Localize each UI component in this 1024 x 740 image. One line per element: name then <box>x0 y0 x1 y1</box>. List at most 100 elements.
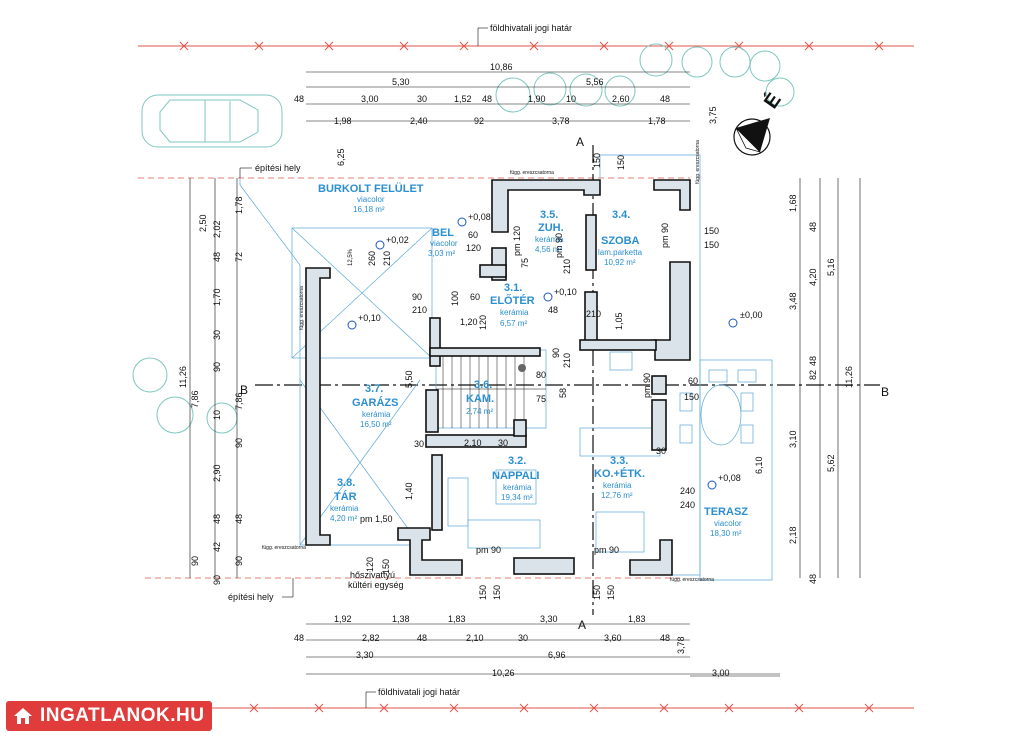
room-zuh-material: kerámia <box>535 235 564 244</box>
room-szoba-name: SZOBA <box>601 235 640 247</box>
room-konyha-material: kerámia <box>603 481 632 490</box>
room-tar-material: kerámia <box>330 504 359 513</box>
property-boundary-bottom <box>138 703 914 713</box>
dim-top-r2: 10 <box>566 94 576 104</box>
level-marker: +0,02 <box>386 235 409 245</box>
room-zuh-name: ZUH. <box>538 222 564 234</box>
interior-dim: 1,05 <box>614 312 624 330</box>
interior-dim: 150 <box>606 585 616 600</box>
interior-dim: 48 <box>548 305 558 315</box>
section-b-left: B <box>240 383 248 397</box>
stairs <box>436 350 546 428</box>
interior-dim: 150 <box>684 392 699 402</box>
dim-right: 48 <box>808 574 818 584</box>
dim-right: 48 <box>808 222 818 232</box>
section-a-bottom: A <box>578 618 586 632</box>
dim-right: 4,20 <box>808 268 818 286</box>
interior-dim: pm 90 <box>642 373 652 398</box>
dim-bottom-terrace: 3,00 <box>712 668 730 678</box>
boundary-label-bottom: földhivatali jogi határ <box>378 687 460 697</box>
interior-dim: 150 <box>616 155 626 170</box>
room-konyha-name: KO.+ÉTK. <box>594 467 645 480</box>
section-a-top: A <box>576 135 584 149</box>
dim-top-r3: 92 <box>474 116 484 126</box>
room-eloter-name: ELŐTÉR <box>490 294 535 307</box>
interior-dim: 2,10 <box>464 438 482 448</box>
interior-dim: 100 <box>450 291 460 306</box>
building-line-label-bottom: építési hely <box>228 592 274 602</box>
room-garazs-area: 16,50 m² <box>360 420 392 429</box>
room-kam-num: 3.6. <box>474 379 492 391</box>
dim-top-r2: 2,60 <box>612 94 630 104</box>
interior-dim: 30 <box>414 439 424 449</box>
room-eloter-area: 6,57 m² <box>500 319 527 328</box>
room-terasz-material: viacolor <box>714 519 742 528</box>
dim-right: 3,10 <box>788 430 798 448</box>
interior-dim: 75 <box>536 394 546 404</box>
room-zuh-area: 4,56 m² <box>535 245 562 254</box>
house-icon <box>14 708 32 724</box>
room-terasz-name: TERASZ <box>704 506 748 518</box>
interior-dim: pm 90 <box>594 545 619 555</box>
room-nappali-area: 19,34 m² <box>501 493 533 502</box>
dim-left: 1,78 <box>234 196 244 214</box>
interior-dim: 260 <box>367 251 377 266</box>
interior-dim: 210 <box>562 353 572 368</box>
interior-dim: pm 90 <box>660 223 670 248</box>
room-nappali-name: NAPPALI <box>492 470 539 482</box>
drain-note: függ. ereszcsatorna <box>695 140 701 184</box>
interior-dim: 60 <box>688 376 698 386</box>
room-tar-num: 3.8. <box>337 477 355 489</box>
dim-bottom-r1: 1,83 <box>628 614 646 624</box>
interior-dim: 210 <box>382 251 392 266</box>
dim-right: 3,48 <box>788 292 798 310</box>
heat-pump-label-2: kültéri egység <box>348 580 404 590</box>
interior-dim: 58 <box>558 388 568 398</box>
dim-top-r3: 2,40 <box>410 116 428 126</box>
dim-left: 2,90 <box>212 464 222 482</box>
room-konyha-num: 3.3. <box>610 455 628 467</box>
dim-bottom-r1: 1,38 <box>392 614 410 624</box>
interior-dim: 150 <box>592 153 602 168</box>
interior-dim: 30 <box>498 438 508 448</box>
dim-top-r3: 1,78 <box>648 116 666 126</box>
dim-left: 72 <box>234 252 244 262</box>
dim-top-r2: 48 <box>294 94 304 104</box>
dim-left: 2,02 <box>212 220 222 238</box>
dim-bottom-total: 10,26 <box>492 668 515 678</box>
dim-left: 7,86 <box>234 392 244 410</box>
room-nappali-material: kerámia <box>503 483 532 492</box>
interior-dim: 150 <box>492 585 502 600</box>
dim-right: 1,68 <box>788 194 798 212</box>
dim-bottom-r1: 1,92 <box>334 614 352 624</box>
room-bel-name: BEL <box>432 227 454 239</box>
interior-dim: 80 <box>536 370 546 380</box>
property-boundary-top <box>138 41 914 51</box>
dim-left: 48 <box>212 514 222 524</box>
interior-dim: pm 90 <box>554 233 564 258</box>
interior-dim: 210 <box>412 305 427 315</box>
interior-dim: pm 1,50 <box>360 514 393 524</box>
dim-left: 90 <box>234 438 244 448</box>
interior-dim: 210 <box>586 309 601 319</box>
level-marker: +0,08 <box>718 473 741 483</box>
dim-top-r2: 30 <box>417 94 427 104</box>
dim-bottom-r1: 3,30 <box>540 614 558 624</box>
interior-dim: 12,5% <box>348 248 354 266</box>
room-burkolt-area: 16,18 m² <box>353 205 385 214</box>
dim-top-r2: 48 <box>660 94 670 104</box>
dim-right: 48 <box>808 356 818 366</box>
room-tar-area: 4,20 m² <box>330 514 357 523</box>
dim-right-outer: 11,26 <box>844 366 854 388</box>
dim-left: 6,25 <box>336 148 346 166</box>
dim-bottom-r2: 48 <box>294 633 304 643</box>
room-konyha-area: 12,76 m² <box>601 491 633 500</box>
interior-dim: 150 <box>381 559 391 574</box>
level-marker: +0,10 <box>554 287 577 297</box>
dim-top-r1: 5,56 <box>586 77 604 87</box>
dim-top-r2: 48 <box>482 94 492 104</box>
drain-note: függ. ereszcsatorna <box>262 545 306 551</box>
interior-dim: 90 <box>551 348 561 358</box>
dim-right: 6,10 <box>754 456 764 474</box>
interior-dimensions: 60 120 260 210 12,5% pm 90 pm 120 pm 90 … <box>348 153 719 600</box>
